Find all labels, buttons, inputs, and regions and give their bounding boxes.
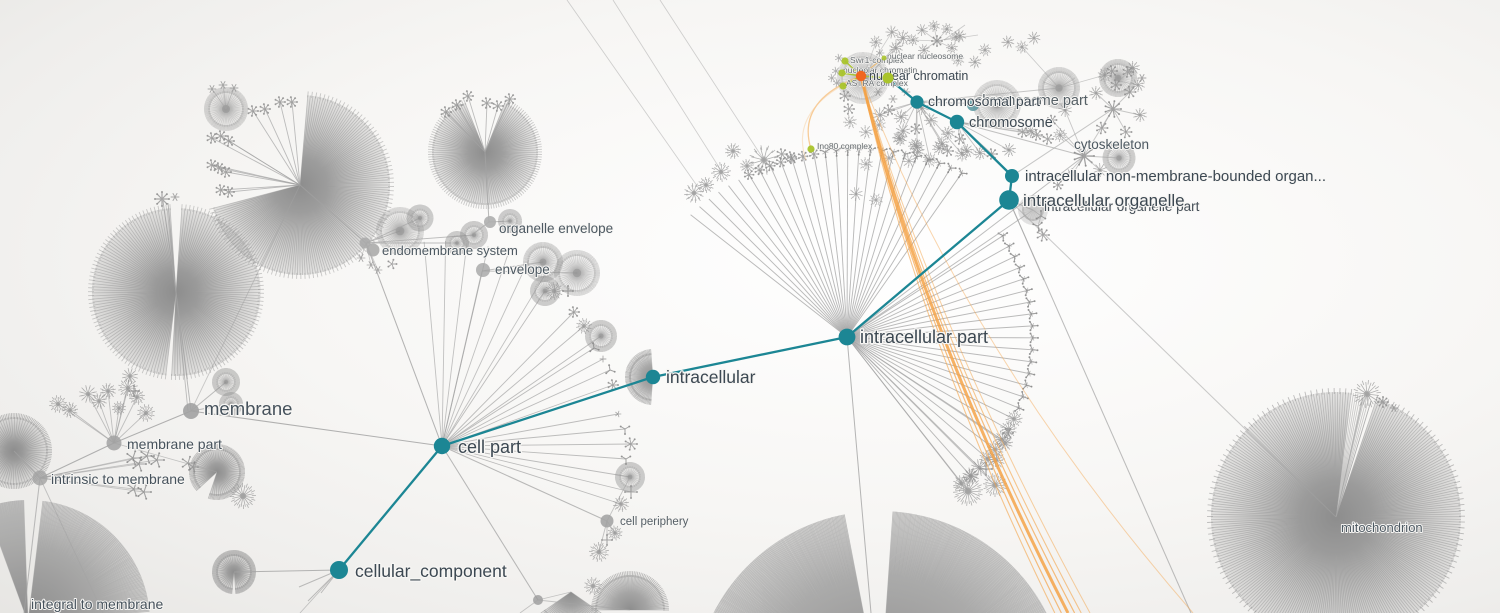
svg-text:intracellular organelle: intracellular organelle: [1023, 191, 1185, 210]
svg-text:Swr1-complex: Swr1-complex: [850, 55, 905, 65]
svg-text:nuclear nucleosome: nuclear nucleosome: [887, 51, 963, 61]
svg-text:chromosome part: chromosome part: [975, 93, 1088, 109]
svg-text:Ino80 complex: Ino80 complex: [817, 141, 873, 151]
svg-text:intrinsic to membrane: intrinsic to membrane: [51, 471, 185, 487]
svg-text:intracellular non-membrane-bou: intracellular non-membrane-bounded organ…: [1025, 168, 1326, 185]
svg-text:membrane: membrane: [204, 398, 292, 419]
svg-text:nucleolar chromatin: nucleolar chromatin: [843, 65, 917, 75]
svg-text:mitochondrion: mitochondrion: [1341, 520, 1423, 535]
svg-text:intracellular part: intracellular part: [860, 327, 988, 347]
svg-text:ASTRA complex: ASTRA complex: [846, 78, 909, 88]
svg-text:chromosome: chromosome: [969, 115, 1053, 131]
svg-text:nuclear chromatin: nuclear chromatin: [869, 69, 968, 83]
svg-text:membrane part: membrane part: [127, 436, 222, 452]
svg-text:organelle envelope: organelle envelope: [499, 221, 613, 236]
svg-text:envelope: envelope: [495, 262, 550, 277]
svg-text:intracellular: intracellular: [666, 367, 756, 387]
svg-text:intracellular organelle part: intracellular organelle part: [1044, 199, 1200, 214]
svg-text:cytoskeleton: cytoskeleton: [1074, 137, 1149, 152]
svg-text:cell periphery: cell periphery: [620, 516, 689, 528]
svg-text:integral to membrane: integral to membrane: [31, 596, 164, 612]
svg-text:chromosomal part: chromosomal part: [928, 93, 1040, 109]
svg-text:cellular_component: cellular_component: [355, 561, 507, 582]
svg-text:cell part: cell part: [458, 437, 521, 457]
svg-text:endomembrane system: endomembrane system: [382, 243, 518, 258]
